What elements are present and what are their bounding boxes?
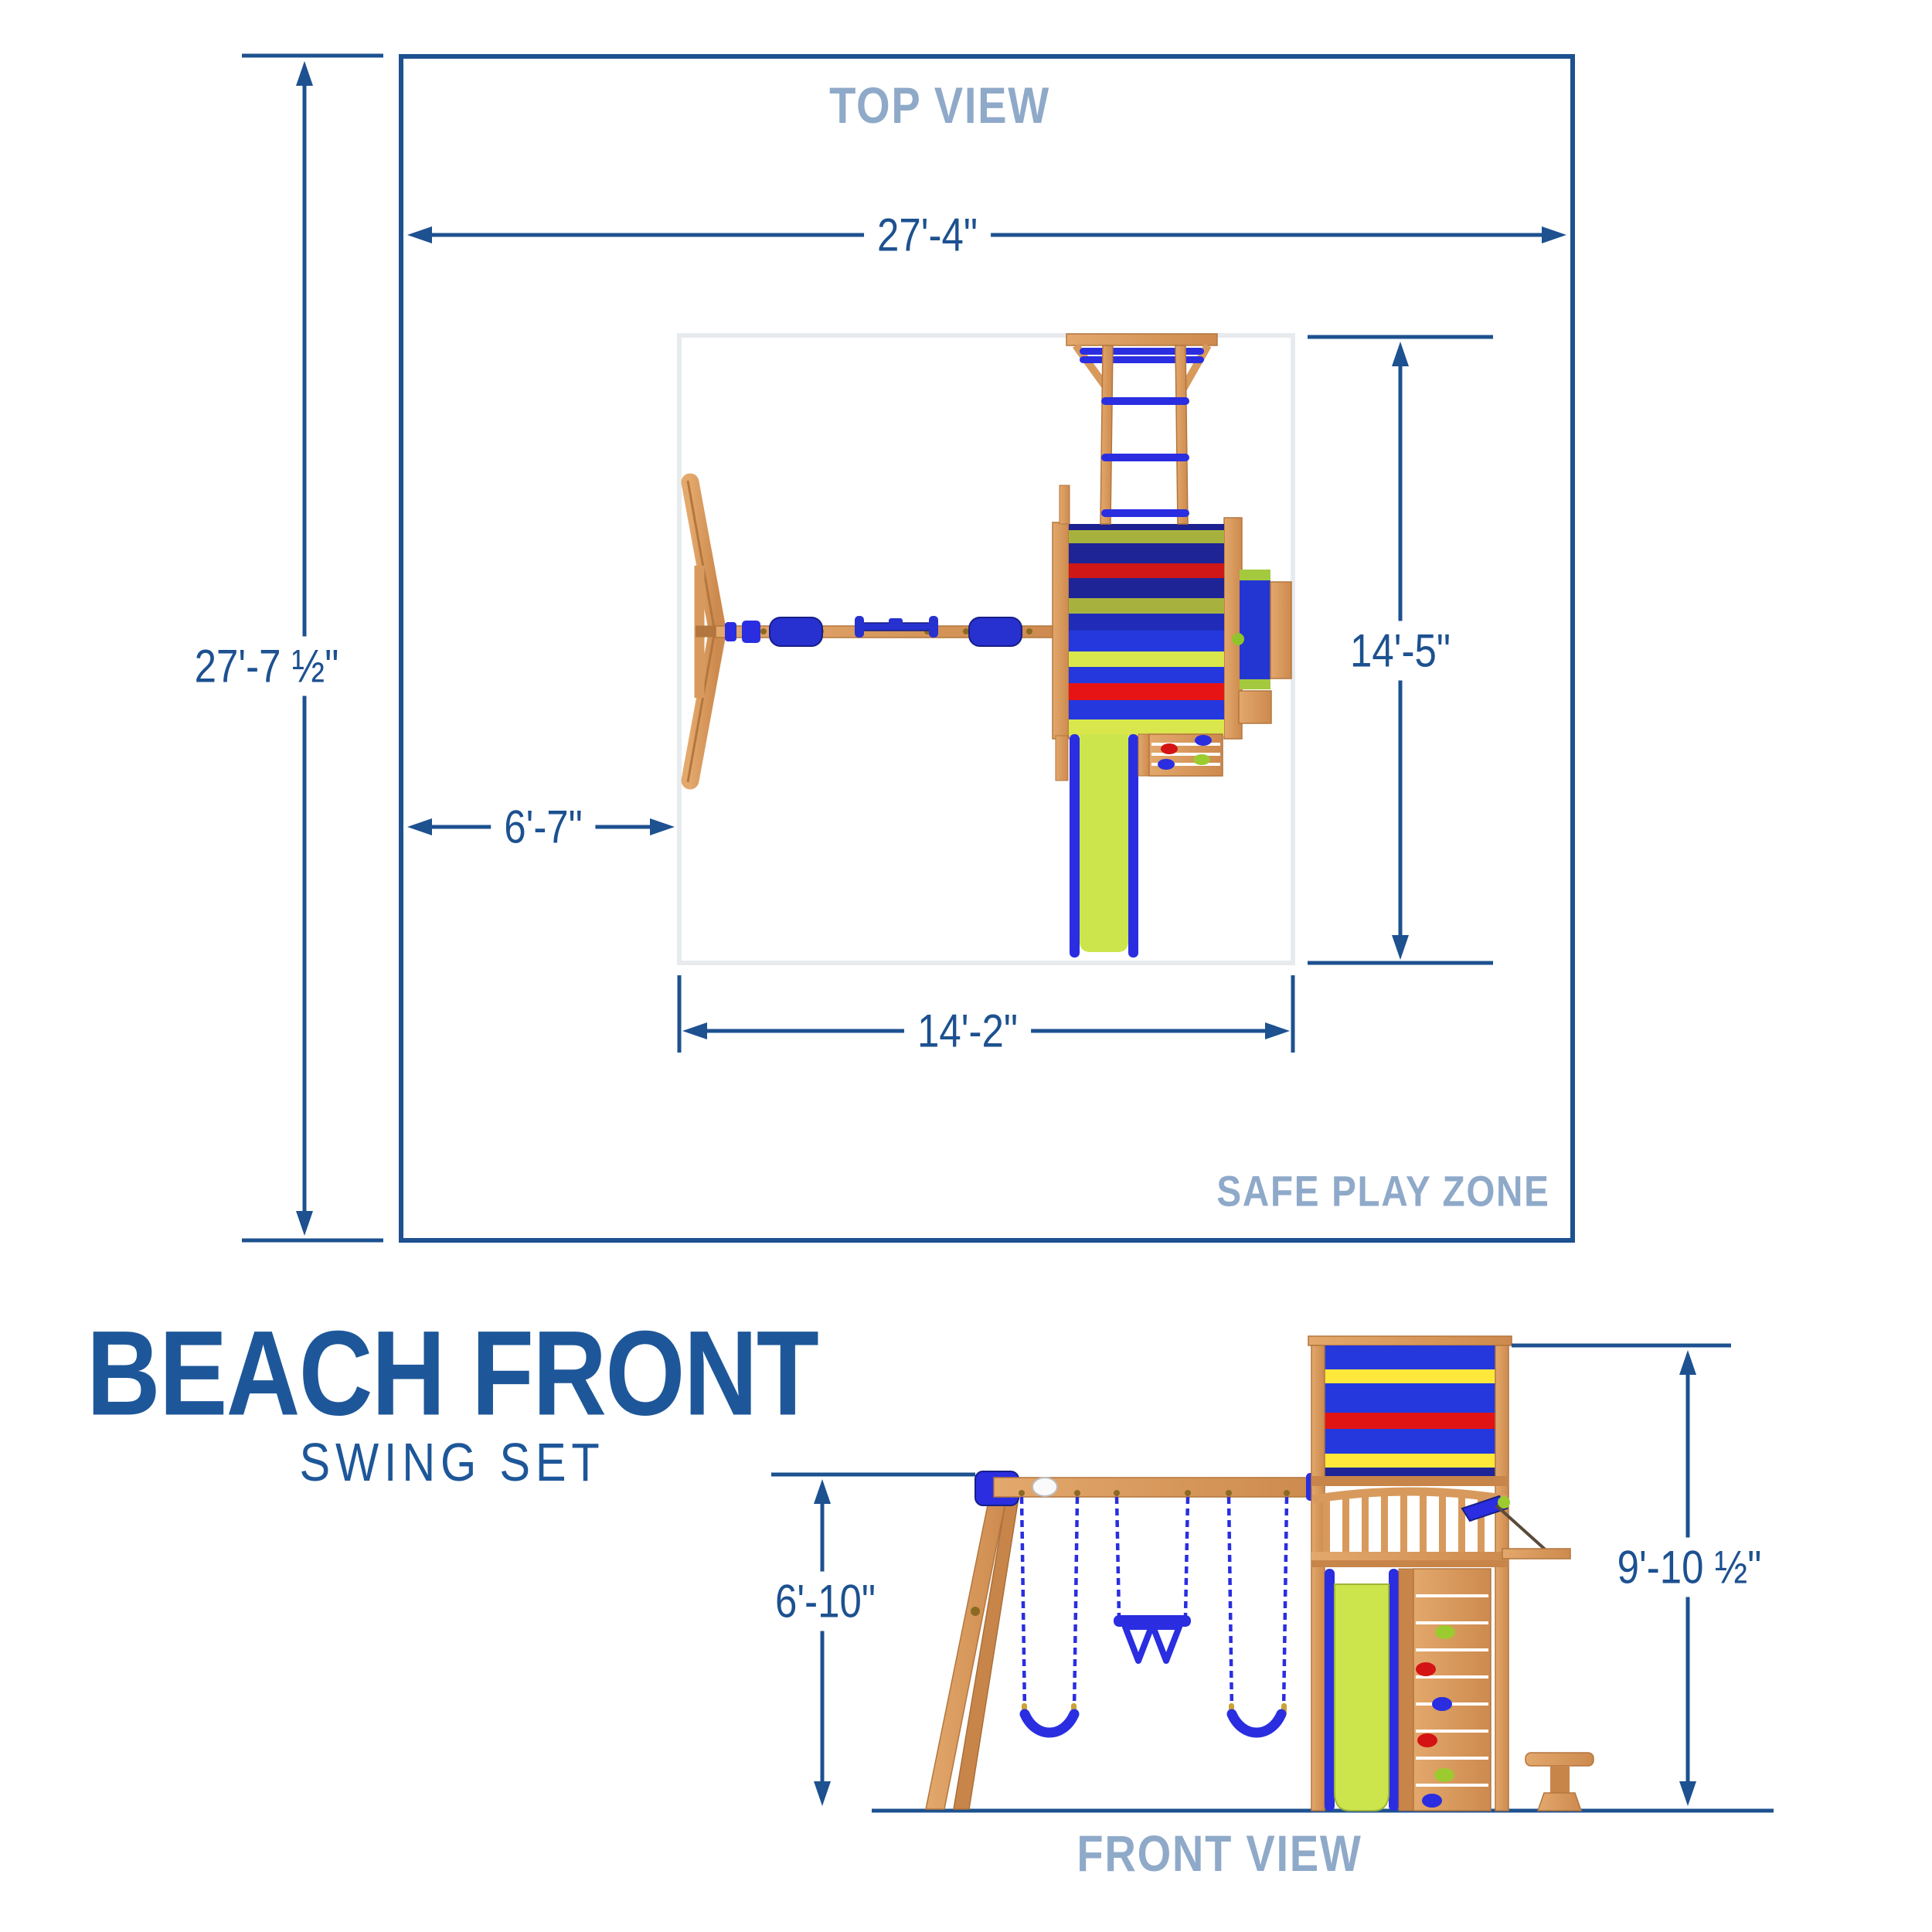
tower-railing: [1311, 1487, 1509, 1567]
set-footprint-outline: [677, 333, 1295, 965]
trapeze-bar: [1114, 1615, 1191, 1664]
tower-canopy-front: [1325, 1345, 1495, 1476]
a-frame-top: [681, 473, 726, 790]
fort-canopy-top: [1052, 485, 1243, 740]
dim-label-set-width: 14'-2": [904, 1001, 1031, 1061]
dim-label-beam-height: 6'-10": [762, 1571, 889, 1631]
slide-top: [1055, 734, 1138, 957]
product-name: BEACH FRONT: [86, 1306, 819, 1441]
rock-wall-top: [1138, 733, 1223, 777]
front-view-illustration: [771, 1335, 1774, 1813]
monkey-bars-top: [1066, 333, 1218, 525]
swing-seats-top: [769, 617, 1022, 647]
side-table-front: [1495, 1504, 1594, 1811]
glider-top: [855, 616, 938, 638]
swing-beam-front: [993, 1473, 1323, 1501]
safe-play-zone-outline: [399, 54, 1575, 1243]
front-view-title: FRONT VIEW: [1077, 1825, 1362, 1882]
dim-label-overall-depth: 27'-7 ½": [181, 636, 352, 696]
a-frame-front: [925, 1471, 1019, 1810]
top-view-illustration: [681, 333, 1292, 957]
side-attachment-top: [1232, 570, 1292, 724]
dim-label-set-depth: 14'-5": [1337, 621, 1464, 681]
top-view-title: TOP VIEW: [829, 77, 1050, 134]
product-type: SWING SET: [299, 1432, 605, 1492]
rock-wall-front: [1413, 1568, 1492, 1811]
swings-front: [1019, 1496, 1289, 1738]
telescope: [1461, 1495, 1510, 1522]
dim-label-overall-height: 9'-10 ½": [1604, 1537, 1775, 1597]
slide-front: [1325, 1568, 1414, 1811]
dim-beam-height: [771, 1472, 975, 1806]
safe-play-zone-label: SAFE PLAY ZONE: [1216, 1166, 1550, 1216]
dim-label-side-clearance: 6'-7": [491, 797, 596, 857]
dim-label-overall-width: 27'-4": [864, 205, 991, 265]
